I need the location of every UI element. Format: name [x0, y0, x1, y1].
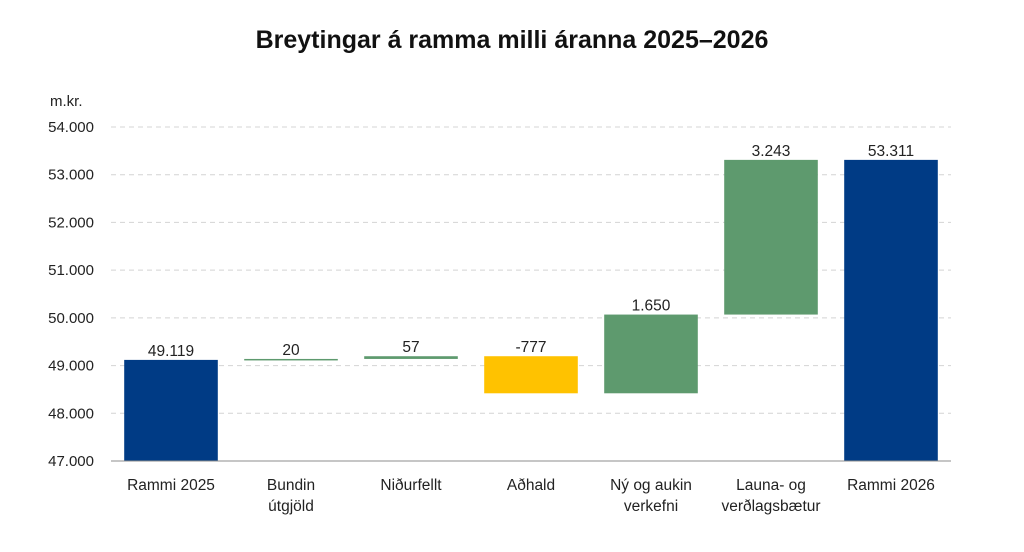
y-axis-ticks: 47.000 48.000 49.000 50.000 51.000 52.000 53.0…	[48, 119, 94, 470]
y-tick-label: 52.000	[48, 214, 94, 231]
bar	[724, 159, 818, 315]
data-label: 1.650	[632, 298, 671, 315]
data-label: 20	[282, 342, 300, 359]
data-label: 3.243	[752, 143, 791, 160]
bar	[244, 358, 338, 361]
y-tick-label: 51.000	[48, 262, 94, 279]
data-labels: 49.119 20 57 -777 1.650 3.243 53.311	[148, 143, 914, 360]
y-tick-label: 54.000	[48, 119, 94, 136]
category-label: Rammi 2025	[127, 477, 215, 494]
category-label: útgjöld	[268, 498, 314, 515]
category-label: Rammi 2026	[847, 477, 935, 494]
bar	[124, 359, 218, 461]
category-label: Ný og aukin	[610, 477, 692, 494]
bars	[124, 159, 938, 462]
category-label: Niðurfellt	[380, 477, 442, 494]
category-label: Bundin	[267, 477, 315, 494]
chart-title: Breytingar á ramma milli áranna 2025–202…	[255, 26, 769, 54]
y-tick-label: 49.000	[48, 358, 94, 375]
data-label: 57	[402, 339, 419, 356]
category-label: Launa- og	[736, 477, 806, 494]
y-tick-label: 53.000	[48, 167, 94, 184]
data-label: 49.119	[148, 343, 194, 360]
category-label: verkefni	[624, 498, 678, 515]
bar	[604, 314, 698, 394]
bar	[844, 159, 938, 462]
category-label: verðlagsbætur	[721, 498, 820, 515]
category-labels: Rammi 2025 Bundin útgjöld Niðurfellt Aðhald N…	[127, 477, 935, 515]
y-tick-label: 50.000	[48, 310, 94, 327]
gridlines	[111, 126, 951, 414]
y-unit-label: m.kr.	[50, 93, 83, 110]
y-tick-label: 47.000	[48, 453, 94, 470]
data-label: 53.311	[868, 143, 914, 160]
category-label: Aðhald	[507, 477, 555, 494]
data-label: -777	[515, 339, 546, 356]
y-tick-label: 48.000	[48, 405, 94, 422]
bar	[484, 356, 578, 394]
bar	[364, 356, 458, 359]
